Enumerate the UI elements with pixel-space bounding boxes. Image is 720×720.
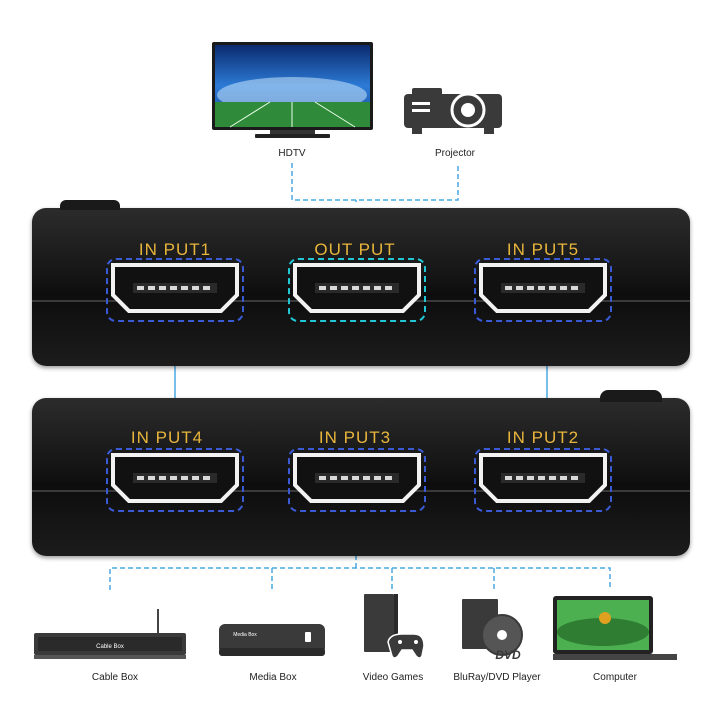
hdmi-port-input3 — [288, 448, 426, 512]
port-label-input5: IN PUT5 — [506, 240, 580, 259]
port-label-input2: IN PUT2 — [506, 428, 580, 447]
port-label-input4: IN PUT4 — [130, 428, 204, 447]
hdmi-port-output — [288, 258, 426, 322]
top-panel-knob — [60, 200, 120, 210]
source-label-cable-box: Cable Box — [91, 672, 139, 683]
output-connector-dot — [353, 202, 359, 208]
hdmi-port-input2 — [474, 448, 612, 512]
port-label-input3: IN PUT3 — [318, 428, 392, 447]
source-label-dvd-player: BluRay/DVD Player — [453, 672, 541, 683]
dvd-player-icon: DVD — [458, 595, 533, 665]
source-label-computer: Computer — [593, 672, 637, 683]
source-label-media-box: Media Box — [249, 672, 297, 683]
bottom-panel-knob — [600, 390, 662, 402]
hdmi-port-input1 — [106, 258, 244, 322]
hdtv-icon — [210, 40, 375, 140]
game-console-icon — [358, 590, 428, 665]
dvd-device-text: DVD — [495, 648, 521, 662]
port-label-input1: IN PUT1 — [138, 240, 212, 259]
media-box-device-text: Media Box — [233, 632, 257, 638]
computer-icon — [545, 592, 685, 667]
source-label-video-games: Video Games — [362, 672, 424, 683]
source-drop-lines — [271, 568, 495, 590]
source-bus-line — [109, 567, 611, 590]
port-label-output: OUT PUT — [314, 240, 396, 259]
hdtv-label: HDTV — [278, 148, 306, 159]
hdmi-port-input4 — [106, 448, 244, 512]
cable-box-icon: Cable Box — [30, 605, 190, 665]
hdmi-port-input5 — [474, 258, 612, 322]
display-connector-line — [291, 163, 459, 201]
projector-label: Projector — [434, 148, 475, 159]
projector-icon — [398, 78, 508, 138]
cable-box-device-text: Cable Box — [96, 644, 124, 650]
media-box-icon: Media Box — [215, 618, 330, 663]
